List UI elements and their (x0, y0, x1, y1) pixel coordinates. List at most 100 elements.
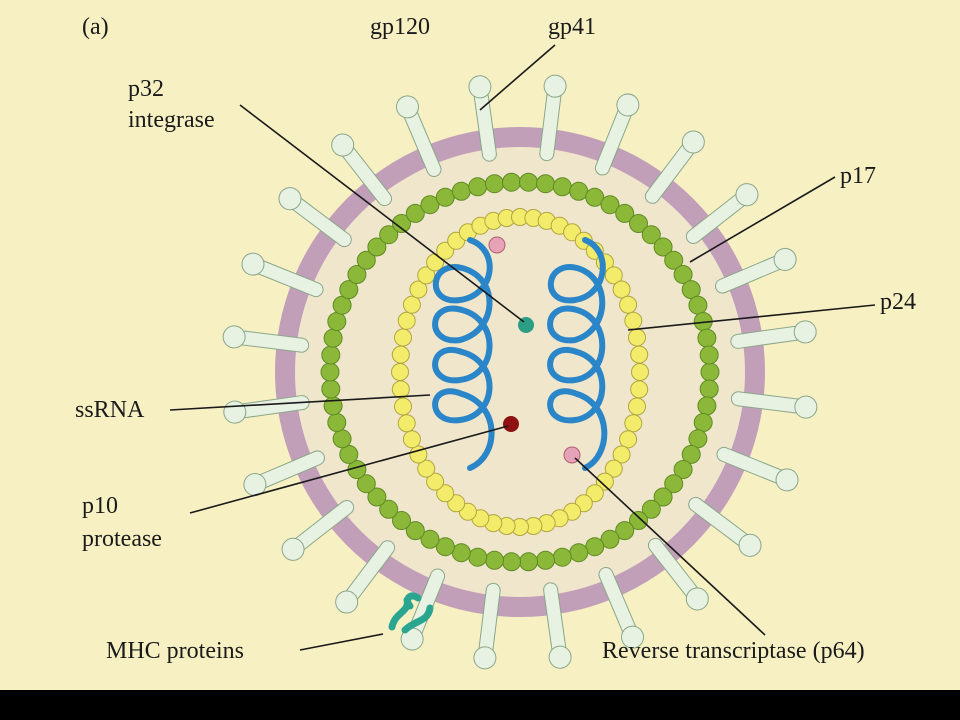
p17-protein (693, 413, 713, 432)
reverse-transcriptase-dot (488, 236, 506, 254)
p24-protein (630, 345, 649, 364)
p17-protein (502, 552, 521, 572)
p17-protein (600, 529, 620, 549)
p17-protein (536, 550, 555, 570)
label-gp120: gp120 (370, 14, 430, 40)
ssrna-right-strand (547, 237, 608, 471)
p24-protein (604, 266, 623, 285)
p17-protein (327, 312, 347, 331)
p24-protein (604, 459, 623, 478)
p17-protein (697, 328, 717, 348)
envelope-spikes (222, 74, 818, 670)
gp120-gp41-spike-icon (241, 244, 324, 298)
gp120-gp41-spike-icon (330, 540, 396, 614)
p24-protein (628, 328, 646, 347)
label-protease: protease (82, 526, 162, 552)
p17-protein (332, 429, 352, 449)
gp120-gp41-spike-icon (715, 239, 797, 294)
p24-protein (391, 363, 409, 381)
p17-protein (451, 181, 471, 201)
p17-protein (664, 474, 684, 494)
label-p10: p10 (82, 493, 118, 519)
p24-protein (595, 472, 614, 491)
label-integrase: integrase (128, 107, 215, 133)
p17-protein (502, 172, 521, 192)
p17-protein (379, 225, 399, 245)
p24-protein (417, 459, 436, 478)
label-mhc-proteins: MHC proteins (106, 638, 244, 664)
ssrna-strands (432, 237, 608, 471)
p17-protein (629, 511, 648, 530)
p24-protein (436, 484, 455, 503)
p24-protein (612, 445, 631, 464)
p17-protein (641, 225, 661, 245)
p17-protein (688, 295, 708, 315)
p17-protein (485, 550, 504, 570)
p24-protein (394, 397, 412, 416)
p17-protein (392, 511, 411, 530)
p17-protein (699, 379, 719, 399)
p17-protein (405, 203, 425, 223)
ssrna-left-strand (432, 237, 495, 471)
p17-protein (600, 195, 620, 215)
label-p24: p24 (880, 289, 916, 315)
gp120-gp41-spike-icon (537, 582, 582, 669)
p24-protein (409, 445, 428, 464)
p17-protein (435, 537, 455, 557)
p17-protein (552, 547, 572, 567)
p17-protein (327, 413, 347, 432)
p17-protein (392, 214, 411, 233)
bottom-black-bar (0, 690, 960, 720)
p24-protein (402, 295, 421, 314)
leader-rt (574, 457, 766, 636)
protease-dot (503, 416, 519, 432)
p17-protein (451, 543, 471, 563)
p17-protein (435, 187, 455, 207)
label-reverse-transcriptase: Reverse transcriptase (p64) (602, 638, 865, 664)
p24-protein (624, 311, 643, 330)
p17-protein (321, 379, 341, 399)
p24-protein (397, 311, 416, 330)
p17-protein (681, 444, 701, 464)
p24-protein (619, 430, 638, 449)
p24-protein (409, 280, 428, 299)
gp120-gp41-spike-icon (387, 95, 442, 177)
leader-mhc (299, 633, 384, 651)
gp120-gp41-spike-icon (730, 310, 817, 355)
p17-protein (347, 265, 367, 284)
p17-protein (367, 487, 387, 507)
p24-protein (612, 280, 631, 299)
p17-protein (615, 521, 635, 541)
p17-protein (615, 203, 635, 223)
gp120-gp41-spike-icon (463, 582, 508, 670)
p24-protein (628, 397, 646, 416)
p24-protein (426, 472, 445, 491)
p17-protein (664, 250, 684, 270)
leader-p32 (239, 104, 525, 323)
p24-protein (417, 266, 436, 285)
p17-protein (673, 460, 693, 479)
label-p32: p32 (128, 76, 164, 102)
gp120-gp41-spike-icon (685, 178, 759, 245)
leader-ssrna (169, 394, 431, 411)
p17-protein (379, 499, 399, 519)
p17-protein (697, 396, 717, 416)
leader-p10 (189, 425, 509, 514)
label-p17: p17 (840, 163, 876, 189)
p17-protein (356, 474, 376, 494)
p17-protein (468, 547, 488, 567)
p24-protein (391, 380, 410, 399)
gp120-gp41-spike-icon (598, 567, 653, 649)
gp120-gp41-spike-icon (594, 93, 648, 176)
p24-protein (631, 363, 649, 381)
label-gp41: gp41 (548, 14, 596, 40)
p17-protein (468, 177, 488, 197)
p17-protein (629, 214, 648, 233)
p24-protein (402, 430, 421, 449)
mhc-protein-icon (388, 592, 434, 634)
p17-protein (420, 529, 440, 549)
p24-protein (624, 414, 643, 433)
gp120-gp41-spike-icon (243, 450, 325, 505)
